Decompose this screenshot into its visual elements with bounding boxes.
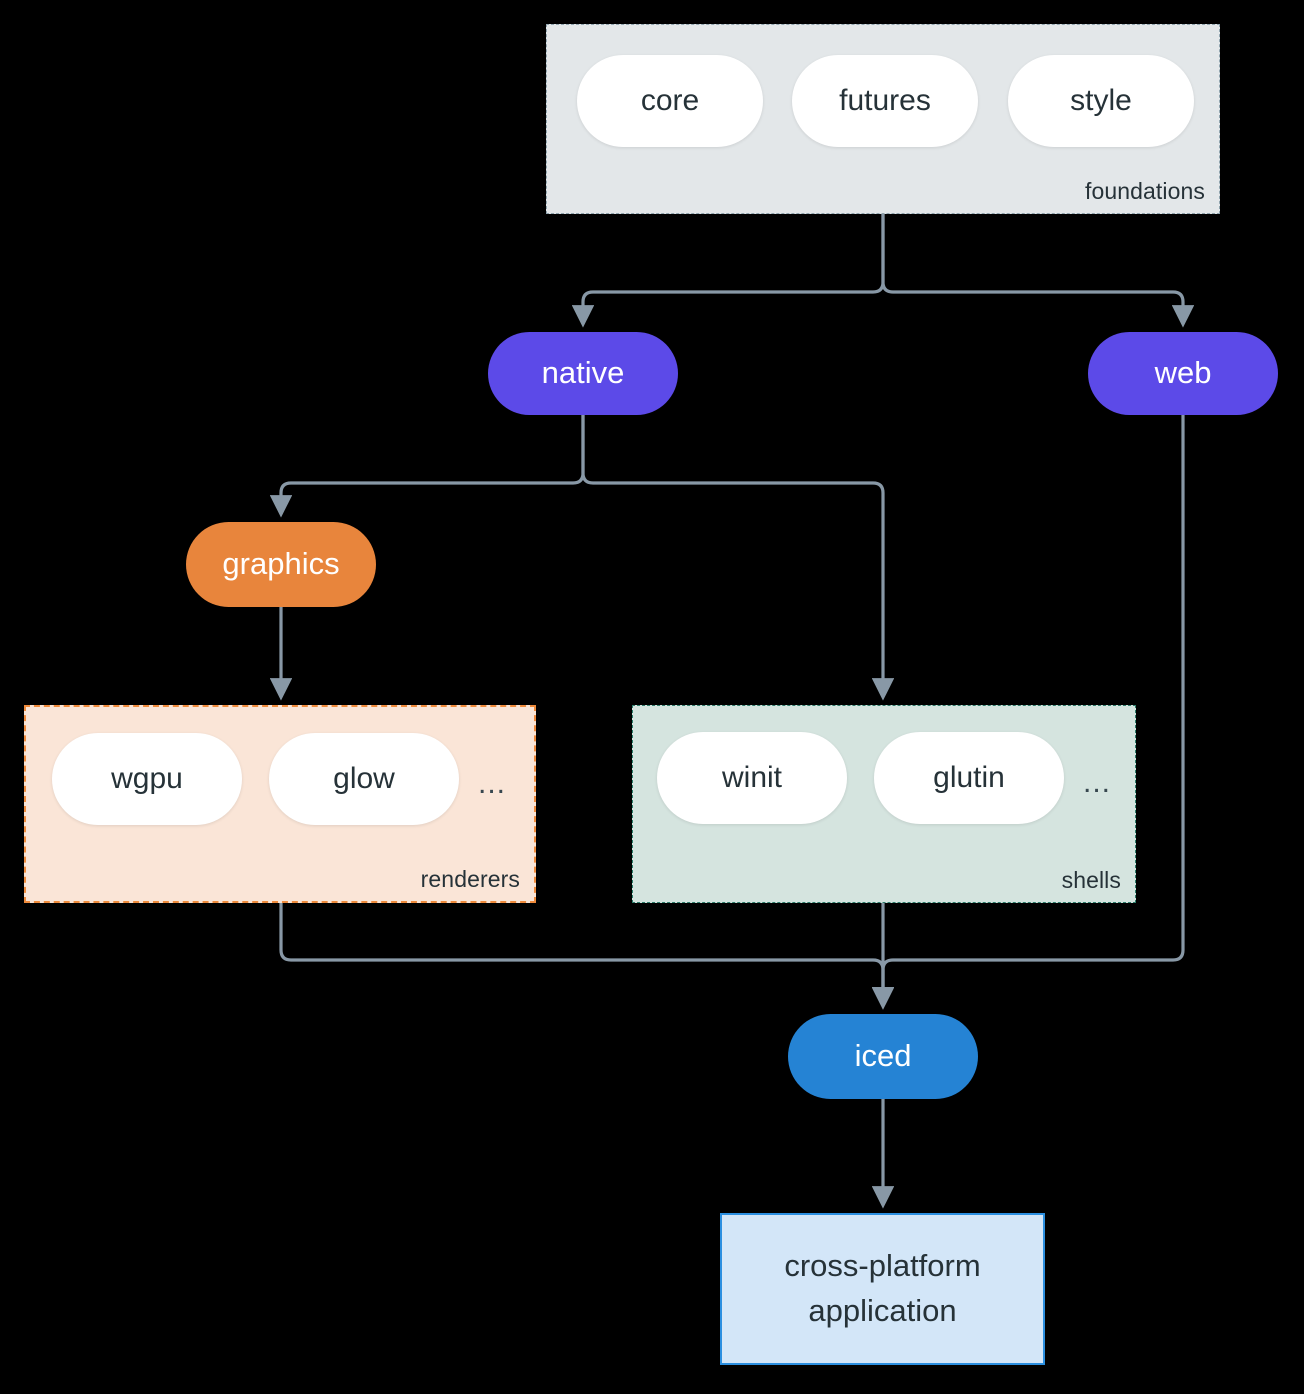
node-web-label: web — [1154, 355, 1212, 391]
chip-glutin[interactable]: glutin — [874, 732, 1064, 824]
renderers-overflow-ellipsis: ... — [478, 767, 507, 800]
edge-foundations-native — [571, 214, 885, 328]
group-foundations-label: foundations — [1084, 178, 1205, 204]
application-label-line1: cross-platform — [784, 1248, 981, 1284]
node-iced-label: iced — [854, 1038, 912, 1074]
chip-glow-label: glow — [333, 762, 395, 795]
chip-core[interactable]: core — [577, 55, 763, 147]
group-renderers: wgpu glow ... renderers — [24, 705, 536, 903]
chip-style-label: style — [1070, 84, 1132, 117]
chip-wgpu[interactable]: wgpu — [52, 733, 242, 825]
group-shells-label: shells — [1061, 867, 1121, 893]
edge-foundations-web — [881, 214, 1195, 328]
chip-core-label: core — [640, 84, 700, 117]
chip-wgpu-label: wgpu — [111, 762, 183, 795]
chip-futures[interactable]: futures — [792, 55, 978, 147]
group-foundations: core futures style foundations — [546, 24, 1220, 214]
application-label-line2: application — [808, 1293, 957, 1328]
node-cross-platform-application[interactable]: cross-platform application — [720, 1213, 1045, 1365]
edge-native-shells — [581, 415, 895, 701]
node-graphics[interactable]: graphics — [186, 522, 376, 607]
chip-style[interactable]: style — [1008, 55, 1194, 147]
shells-overflow-ellipsis: ... — [1083, 766, 1112, 799]
group-shells: winit glutin ... shells — [632, 705, 1136, 903]
group-renderers-label: renderers — [420, 866, 520, 892]
edge-renderers-iced — [279, 903, 895, 1010]
node-iced[interactable]: iced — [788, 1014, 978, 1099]
chip-winit-label: winit — [721, 761, 782, 794]
chip-futures-label: futures — [839, 84, 931, 117]
node-graphics-label: graphics — [222, 546, 340, 582]
node-native-label: native — [541, 355, 625, 391]
node-native[interactable]: native — [488, 332, 678, 415]
node-web[interactable]: web — [1088, 332, 1278, 415]
chip-glow[interactable]: glow — [269, 733, 459, 825]
chip-winit[interactable]: winit — [657, 732, 847, 824]
edge-native-graphics — [269, 415, 585, 518]
chip-glutin-label: glutin — [933, 761, 1005, 794]
